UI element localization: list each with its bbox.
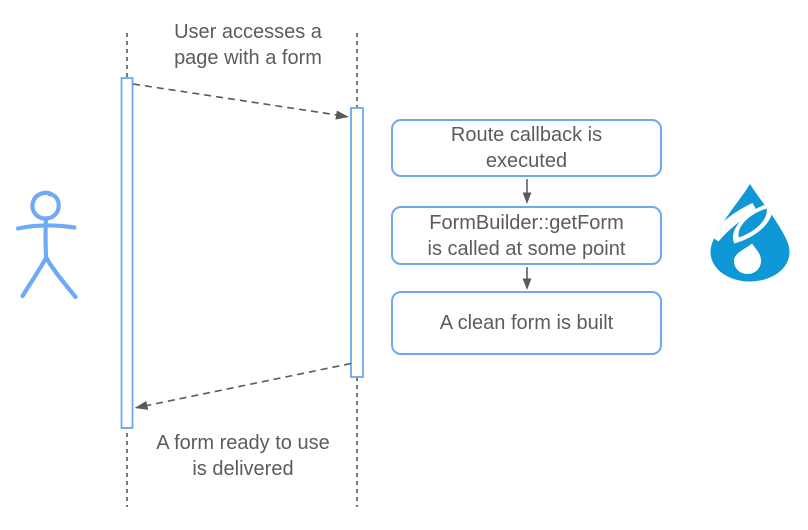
drupal-cutout-band (710, 203, 757, 242)
step-3-line1: A clean form is built (439, 312, 614, 334)
request-arrowhead-icon (335, 110, 349, 120)
flow-arrow-1 (522, 179, 532, 204)
response-message-label: A form ready to use is delivered (132, 430, 354, 482)
response-arrow-line (146, 362, 352, 407)
step-1-line1: Route callback is (450, 124, 603, 146)
step-box-clean-form: A clean form is built (391, 291, 662, 355)
user-activation-bar (120, 77, 134, 429)
step-box-route-callback: Route callback is executed (391, 119, 662, 177)
flow-arrowhead-1-icon (522, 192, 532, 204)
request-message-label: User accesses a page with a form (137, 19, 359, 71)
drupal-cutout-teardrop (734, 243, 761, 274)
response-label-line2: is delivered (192, 458, 294, 480)
request-message-arrow (132, 83, 349, 120)
step-1-line2: executed (485, 150, 568, 172)
drupal-drop-cutouts (710, 202, 773, 274)
request-arrow-line (132, 83, 338, 116)
request-label-line1: User accesses a (174, 21, 322, 43)
flow-arrow-2 (522, 267, 532, 290)
stick-figure-icon (15, 190, 78, 300)
step-2-line1: FormBuilder::getForm (429, 211, 624, 234)
request-label-line2: page with a form (174, 47, 322, 69)
response-message-arrow (134, 362, 352, 410)
flow-arrowhead-2-icon (522, 278, 532, 290)
figure-head (30, 190, 61, 221)
figure-right-leg (44, 255, 78, 300)
step-2-line2: is called at some point (427, 237, 626, 260)
step-box-formbuilder-getform: FormBuilder::getForm is called at some p… (391, 206, 662, 265)
figure-arms (15, 223, 77, 231)
response-label-line1: A form ready to use (156, 432, 330, 454)
drupal-leaf-inner (738, 208, 767, 238)
drupal-logo-icon (710, 184, 790, 282)
drupal-activation-bar (350, 107, 364, 378)
response-arrowhead-icon (134, 401, 149, 410)
figure-left-leg (20, 255, 49, 299)
